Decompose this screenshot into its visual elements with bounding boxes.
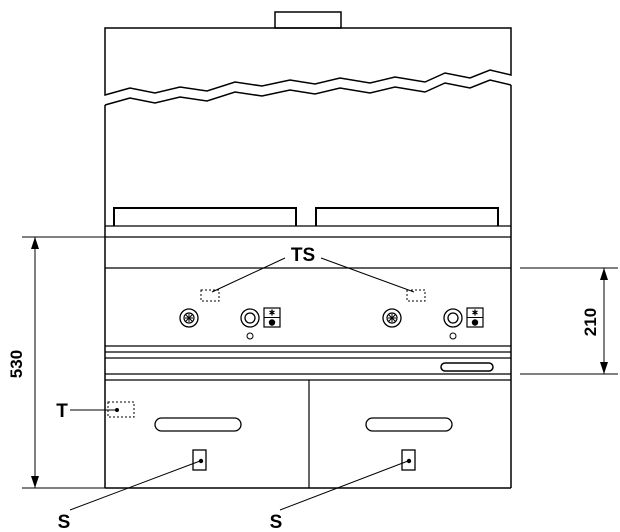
s-leader-left [69, 460, 201, 511]
control-group-right [382, 307, 484, 340]
label-s-right: S [270, 512, 283, 532]
switch-icon [263, 307, 281, 328]
knob-icon [179, 308, 199, 328]
label-ts: TS [291, 245, 315, 266]
s-leader-right [279, 460, 409, 511]
dimension-label-530: 530 [7, 350, 26, 378]
drawer-handle-left [154, 417, 242, 432]
label-s-left: S [58, 512, 71, 532]
dimension-530 [22, 236, 105, 489]
indicator-light-icon [443, 308, 463, 340]
upper-body [104, 27, 512, 488]
panel-lines [105, 225, 511, 489]
s-box-left [192, 449, 207, 471]
rail-slot [440, 362, 494, 372]
ts-leader-left [211, 257, 286, 293]
knob-icon [382, 308, 402, 328]
basin-brackets [113, 207, 499, 226]
flue-outlet [274, 11, 342, 29]
dimension-label-210: 210 [581, 308, 600, 336]
drawer-handle-right [365, 417, 453, 432]
ts-sensor-left [200, 289, 220, 302]
control-group-left [179, 307, 281, 340]
ts-sensor-right [406, 289, 426, 302]
indicator-light-icon [240, 308, 260, 340]
label-t: T [56, 401, 68, 422]
ts-leader-right [320, 257, 415, 293]
switch-icon [466, 307, 484, 328]
dimension-210 [520, 267, 618, 375]
s-box-right [401, 449, 416, 471]
